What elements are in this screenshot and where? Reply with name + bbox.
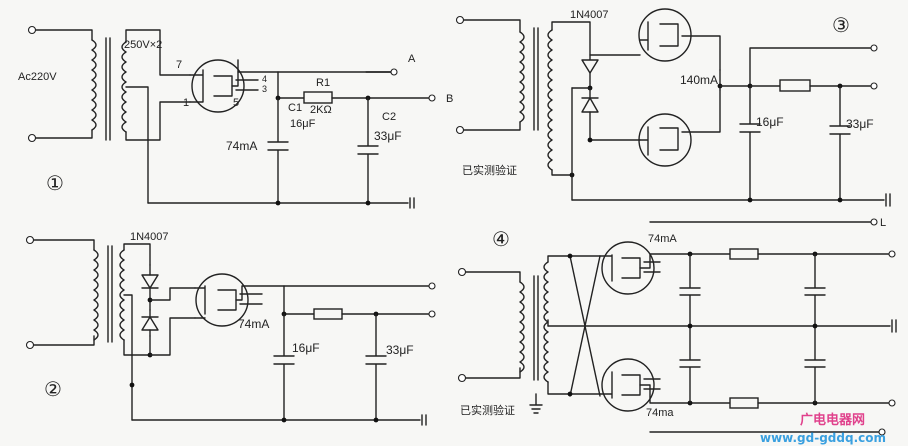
c1-terminal-a: A (408, 53, 416, 65)
watermark-url: www.gd-gddq.com (760, 431, 886, 445)
ground-symbol-2 (421, 414, 427, 426)
capacitor-c2 (357, 97, 379, 204)
ground-symbol-3 (885, 193, 891, 207)
c3-current: 140mA (680, 73, 718, 87)
transformer-4-primary (519, 281, 525, 373)
circuit-4 (457, 218, 897, 436)
watermark-title: 广电电器网 (800, 412, 865, 428)
c1-pin7: 7 (176, 59, 182, 71)
capacitor-4-d (804, 325, 826, 404)
circuit-2 (25, 235, 436, 426)
transformer-2-primary (93, 249, 99, 341)
rectifier-tube-3-bottom (638, 113, 692, 167)
ground-symbol-1 (409, 197, 415, 209)
transformer-2-secondary (119, 249, 125, 341)
c2-c1-value: 16μF (292, 341, 320, 355)
c1-pin1: 1 (183, 97, 189, 109)
c3-c1-value: 16μF (756, 115, 784, 129)
c1-pin3: 3 (262, 84, 267, 94)
ground-symbol-4-right (891, 319, 897, 333)
c2-current: 74mA (238, 317, 269, 331)
capacitor-2-c1 (273, 313, 295, 421)
input-terminal-top (27, 25, 37, 35)
terminal-a (390, 68, 398, 76)
capacitor-3-c2 (829, 85, 851, 201)
circuit-3 (455, 8, 891, 207)
rectifier-tube-4-bottom (601, 358, 655, 412)
rectifier-tube-2 (195, 273, 249, 327)
rectifier-tube-1 (191, 59, 245, 113)
c3-diode-label: 1N4007 (570, 9, 609, 21)
capacitor-4-a (679, 253, 701, 327)
c1-current: 74mA (226, 139, 257, 153)
transformer-secondary (121, 41, 127, 133)
c1-c2-name: C2 (382, 111, 396, 123)
circuit-1 (27, 25, 436, 209)
diode-2-bottom (141, 316, 159, 331)
c2-number: ② (44, 379, 62, 401)
c1-c1-name: C1 (288, 102, 302, 114)
c4-number: ④ (492, 229, 510, 251)
c2-c2-value: 33μF (386, 343, 414, 357)
resistor-4-top (729, 248, 759, 260)
c1-r1-name: R1 (316, 77, 330, 89)
c1-input-label: Ac220V (18, 71, 57, 83)
c3-number: ③ (832, 15, 850, 37)
c4-current-bottom: 74ma (646, 407, 674, 419)
diode-3-bottom (581, 97, 599, 113)
rectifier-tube-3-top (638, 8, 692, 62)
capacitor-c1 (267, 97, 289, 204)
c1-c1-value: 16μF (290, 118, 316, 130)
c3-verified: 已实测验证 (462, 163, 517, 177)
transformer-3-primary (519, 31, 525, 123)
c1-transformer-label: 250V×2 (124, 39, 162, 51)
c2-diode-label: 1N4007 (130, 231, 169, 243)
c4-current-top: 74mA (648, 233, 677, 245)
input-terminal-bottom (27, 133, 37, 143)
c1-pin4: 4 (262, 74, 267, 84)
capacitor-3-c1 (739, 85, 761, 201)
diode-2-top (141, 274, 159, 289)
transformer-core (105, 37, 111, 141)
c1-c2-value: 33μF (374, 129, 402, 143)
resistor-r1 (303, 91, 333, 104)
ground-symbol-4-left (529, 393, 543, 414)
capacitor-4-b (679, 325, 701, 404)
c1-terminal-b: B (446, 93, 453, 105)
terminal-b (428, 94, 436, 102)
c1-r1-value: 2KΩ (310, 104, 332, 116)
transformer-3-secondary (547, 29, 553, 171)
diode-3-top (581, 54, 599, 74)
resistor-3 (779, 79, 811, 92)
c4-terminal-l: L (880, 217, 886, 229)
transformer-primary (91, 39, 97, 131)
c4-verified: 已实测验证 (460, 403, 515, 417)
capacitor-2-c2 (365, 313, 387, 421)
resistor-4-bottom (729, 397, 759, 409)
c1-number: ① (46, 173, 64, 195)
capacitor-4-c (804, 253, 826, 327)
resistor-2 (313, 308, 343, 320)
rectifier-tube-4-top (601, 241, 655, 295)
c3-c2-value: 33μF (846, 117, 874, 131)
c1-pin5: 5 (233, 97, 239, 109)
